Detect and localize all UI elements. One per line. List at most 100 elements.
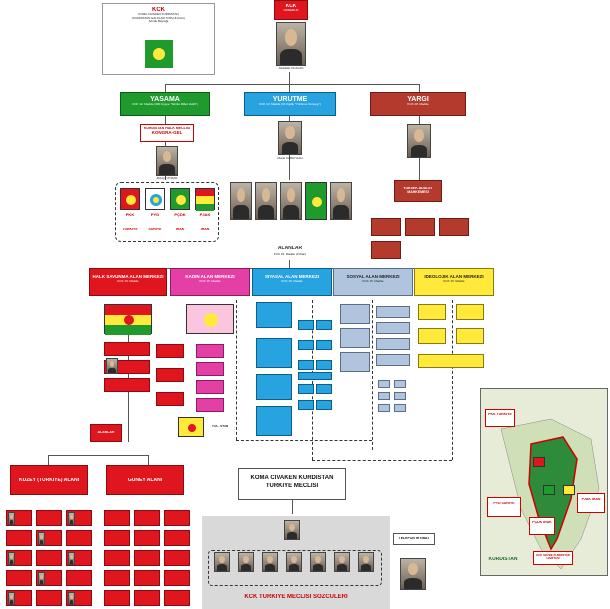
yasama-sub: KCK 12. Madde (300 Üyeye "Sözde Millet V… [132,103,198,107]
siyasal-small [316,400,332,410]
sosyal-small [394,380,406,388]
region-member-box [164,510,190,526]
area-siyasal-title: SİYASAL ALAN MERKEZİ [264,275,320,279]
area-sosyal: SOSYAL ALAN MERKEZİ KCK 15. Madde [333,268,413,296]
siyasal-small [298,320,314,330]
hsm-box [104,342,150,356]
yurutme-sub: KCK 13. Madde (31 Kişilik "Yürütme Konse… [259,103,321,107]
pjak-flag [195,188,215,211]
dashed-connector [452,300,453,460]
party-pjak: PJAK [199,213,211,217]
emblem-icon [150,194,162,206]
sozcu-photo [358,552,374,572]
yurutme-title: YÜRÜTME [272,96,308,103]
kadin-flag [186,304,234,334]
area-ideolojik-title: İDEOLOJİK ALAN MERKEZİ [424,275,484,279]
sosyal-small [378,404,390,412]
connector [289,72,290,84]
country-pkk: TÜRKİYE [122,228,138,231]
kongra-photo [156,146,178,176]
connector [419,84,420,92]
yurutme-box: YÜRÜTME KCK 13. Madde (31 Kişilik "Yürüt… [244,92,336,116]
member-photo [38,572,45,585]
star-icon [126,195,136,205]
star-icon [312,197,322,207]
dashed-connector [236,300,237,440]
connector [289,84,290,92]
court-box [405,218,435,236]
dashed-connector [312,460,452,461]
region-member-box [36,590,62,606]
siyasal-box [256,374,292,400]
map-label-kck: KCK SÖZDE KÜRDİSTAN HARİTASI [533,551,573,565]
sosyal-box [376,338,410,350]
area-siyasal: SİYASAL ALAN MERKEZİ KCK 15. Madde [252,268,332,296]
leader-photo [276,22,306,66]
kongra-subtitle: KONGRA-GEL [151,130,183,135]
kongra-title: KÜRDİSTAN HALK MECLİSİ [143,127,191,130]
council-photo [280,182,302,220]
telefon-title: TELEFON İRTİBAT [398,537,430,540]
sosyal-box [376,322,410,334]
map-label-kurdistan: KÜRDİSTAN [488,557,518,562]
connector [165,84,166,92]
member-photo [8,512,15,525]
region-member-box [164,590,190,606]
pcdk-flag [170,188,190,210]
dashed-connector [236,440,372,441]
area-ideolojik: İDEOLOJİK ALAN MERKEZİ KCK 15. Madde [414,268,494,296]
sozcu-photo [238,552,254,572]
area-kadin-title: KADIN ALAN MERKEZİ [185,275,235,279]
sosyal-small [378,392,390,400]
area-hsm: HALK SAVUNMA ALAN MERKEZİ KCK 15. Madde [89,268,167,296]
yargi-head-title: YÜKSEK ADALET MAHKEMESİ [403,187,433,194]
region-member-box [104,550,130,566]
hsm-photo [106,358,118,374]
siyasal-small [298,340,314,350]
court-box [439,218,469,236]
leader-name: Abdullah ÖCALAN [278,67,304,70]
hsm-side-box [156,392,184,406]
parties-box [115,182,219,242]
region-member-box [6,570,32,586]
area-hsm-sub: KCK 15. Madde [117,279,139,283]
siyasal-small [316,384,332,394]
pkk-flag [120,188,140,210]
member-photo [68,512,75,525]
kadin-box [196,398,224,412]
region-member-box [104,590,130,606]
region-member-box [134,570,160,586]
sosyal-box [340,352,370,372]
kck-box: KCK KOMA CIVAKEN KURDISTAN (KÜRDİSTAN HA… [102,3,215,75]
siyasal-box [256,406,292,436]
region-member-box [36,550,62,566]
kck-line1: KOMA CIVAKEN KURDISTAN [138,13,179,17]
kongra-box: KÜRDİSTAN HALK MECLİSİ KONGRA-GEL [140,124,194,142]
yurutme-photo [278,121,302,155]
region-member-box [66,550,92,566]
region-member-box [36,530,62,546]
kadin-box [196,380,224,394]
member-photo [8,552,15,565]
siyasal-small [316,320,332,330]
region-member-box [66,510,92,526]
siyasal-small [298,384,314,394]
country-pyd: SURİYE [148,228,162,231]
map-label-pcdk: PÇDK IRAK [529,517,555,535]
connector [292,500,293,514]
meclis-line2: TÜRKİYE MECLİSİ [265,483,319,490]
sozcu-photo [214,552,230,572]
ideolojik-box [418,354,484,368]
kck-flag [145,40,173,68]
sozcu-photo [310,552,326,572]
region-member-box [104,510,130,526]
kongra-person: Zübeyir AYDAR [156,177,178,180]
region-member-box [36,570,62,586]
map-label-pkk: PKK TÜRKİYE [485,409,515,427]
siyasal-small [316,360,332,370]
yasama-box: YASAMA KCK 12. Madde (300 Üyeye "Sözde M… [120,92,210,116]
yargi-photo [407,124,431,158]
kurdistan-map: PKK TÜRKİYE PYD SURİYE PÇDK IRAK PJAK İR… [480,388,608,576]
connector [289,260,290,268]
sun-icon [204,313,218,327]
